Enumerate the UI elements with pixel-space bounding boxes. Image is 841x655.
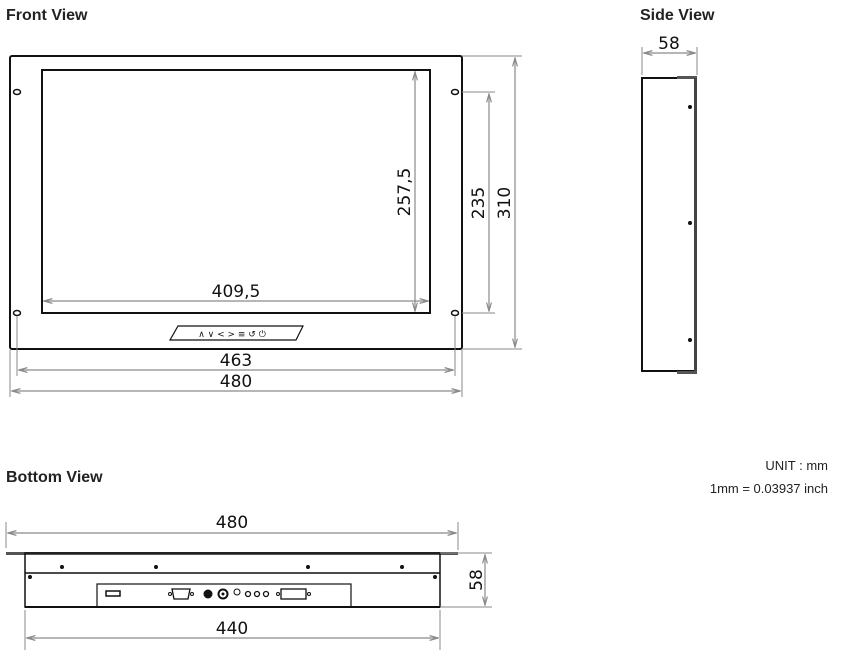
mount-hole-icon [12, 309, 22, 317]
side-bezel-top [677, 76, 697, 79]
mount-hole-icon [12, 88, 22, 96]
front-view-title: Front View [6, 7, 88, 24]
dim-total-width: 480 [220, 372, 252, 392]
dim-bottom-body-width: 440 [216, 619, 248, 639]
dim-screen-width: 409,5 [212, 282, 261, 302]
bottom-body [24, 552, 441, 608]
mount-hole-icon [450, 88, 460, 96]
dvi-port-icon [280, 588, 307, 600]
bottom-view: 480 58 440 [5, 513, 492, 650]
mount-hole-icon [450, 309, 460, 317]
front-screen [41, 69, 431, 314]
front-bezel [9, 55, 463, 350]
dim-bottom-total-width: 480 [216, 513, 248, 533]
side-view-title: Side View [640, 7, 715, 24]
dim-hole-vertical: 235 [469, 187, 489, 219]
dim-hole-horizontal: 463 [220, 351, 252, 371]
osd-button-panel [168, 325, 304, 341]
side-bezel-bottom [677, 371, 697, 374]
unit-conversion: 1mm = 0.03937 inch [709, 481, 828, 496]
dim-bottom-depth: 58 [467, 569, 487, 591]
unit-label: UNIT : mm [765, 458, 828, 473]
osd-button-icons: ∧ ∨ < > ≡ ↺ ⏻ [198, 329, 266, 340]
dim-total-height: 310 [495, 187, 515, 219]
vga-port-icon [171, 588, 191, 600]
io-panel [96, 583, 352, 608]
dim-screen-height: 257,5 [395, 168, 415, 217]
side-bezel [694, 78, 697, 374]
bottom-view-title: Bottom View [6, 469, 103, 486]
side-body [641, 77, 696, 372]
led-icon [233, 588, 241, 596]
dim-side-depth: 58 [658, 34, 680, 54]
usb-port-icon [105, 590, 121, 597]
front-view: ∧ ∨ < > ≡ ↺ ⏻ 409,5 257,5 235 310 463 48… [9, 55, 522, 397]
power-jack-icon [203, 589, 213, 599]
audio-jack-icon [217, 588, 229, 600]
side-view: 58 [641, 34, 698, 374]
